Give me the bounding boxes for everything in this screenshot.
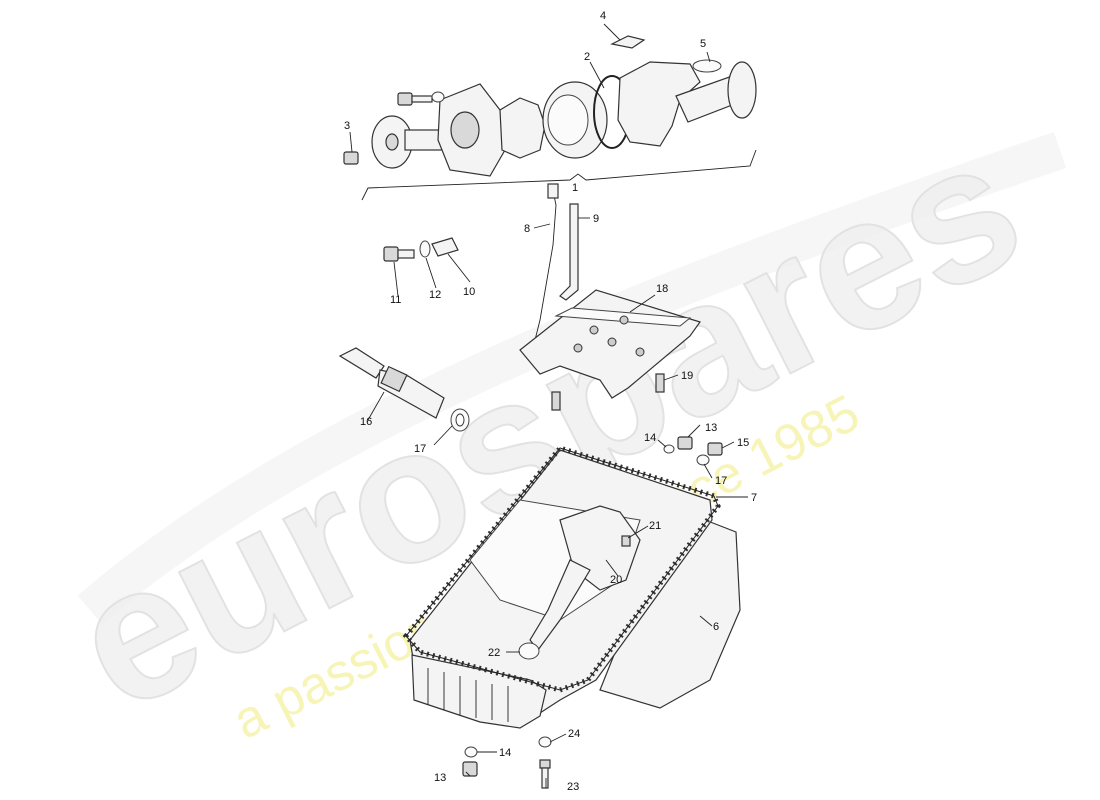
seal-17-right [696,454,710,466]
callout-24: 24 [568,728,580,740]
oil-hose-group [338,347,470,432]
small-hardware-left [383,237,459,262]
callout-20: 20 [610,574,622,586]
assembly-bracket [361,149,757,201]
callout-16: 16 [360,416,372,428]
callout-10: 10 [463,286,475,298]
washer-14-lower [464,746,478,758]
callout-8: 8 [524,223,530,235]
callout-23: 23 [567,781,579,793]
bolt-19 [655,373,665,393]
drain-plugs-right [663,436,723,466]
callouts: 1 2 3 4 5 6 7 8 9 10 11 12 13 13 14 14 1… [344,10,757,793]
spacer-10 [431,237,459,257]
callout-13-lower: 13 [434,772,446,784]
dipstick-tube [559,203,579,301]
callout-14-lower: 14 [499,747,511,759]
callout-22: 22 [488,647,500,659]
sump-fins [427,668,509,722]
leader-lines [349,23,748,788]
callout-4: 4 [600,10,606,22]
dipstick-group [529,183,579,361]
callout-14-upper: 14 [644,432,656,444]
pump-inner-rotor [499,97,546,159]
bottom-hardware [462,736,552,789]
oil-sump-group [402,445,741,729]
callout-13-upper: 13 [705,422,717,434]
plug-15 [707,442,723,456]
oil-pump-assembly [343,35,757,201]
callout-17-left: 17 [414,443,426,455]
callout-7: 7 [751,492,757,504]
hose-end [338,347,385,379]
washer-12 [419,240,431,258]
pump-bolt [397,92,413,106]
callout-19: 19 [681,370,693,382]
bolt-11 [383,246,399,262]
callout-6: 6 [713,621,719,633]
plug-13-lower [462,761,478,777]
dipstick [529,185,557,361]
callout-11: 11 [390,294,401,306]
oring-22 [518,642,540,660]
callout-9: 9 [593,213,599,225]
callout-1: 1 [572,182,578,194]
pump-body [617,61,701,147]
gasket-5 [692,59,722,73]
watermark-swoosh [77,132,1067,625]
baffle-plate-group [519,289,701,411]
callout-5: 5 [700,38,706,50]
callout-17-right: 17 [715,475,727,487]
callout-21: 21 [649,520,661,532]
pump-pickup-strainer [727,61,757,119]
gasket-4 [610,35,646,49]
callout-2: 2 [584,51,590,63]
bolt-3 [343,151,359,165]
bolt-21 [621,535,631,547]
bolt-23-shank [541,767,549,789]
washer-24 [538,736,552,748]
baffle-stud [551,391,561,411]
bolt-23-head [539,759,551,769]
plug-13-upper [677,436,693,450]
callout-15: 15 [737,437,749,449]
callout-12: 12 [429,289,441,301]
callout-3: 3 [344,120,350,132]
callout-18: 18 [656,283,668,295]
washer-14-upper [663,444,675,454]
